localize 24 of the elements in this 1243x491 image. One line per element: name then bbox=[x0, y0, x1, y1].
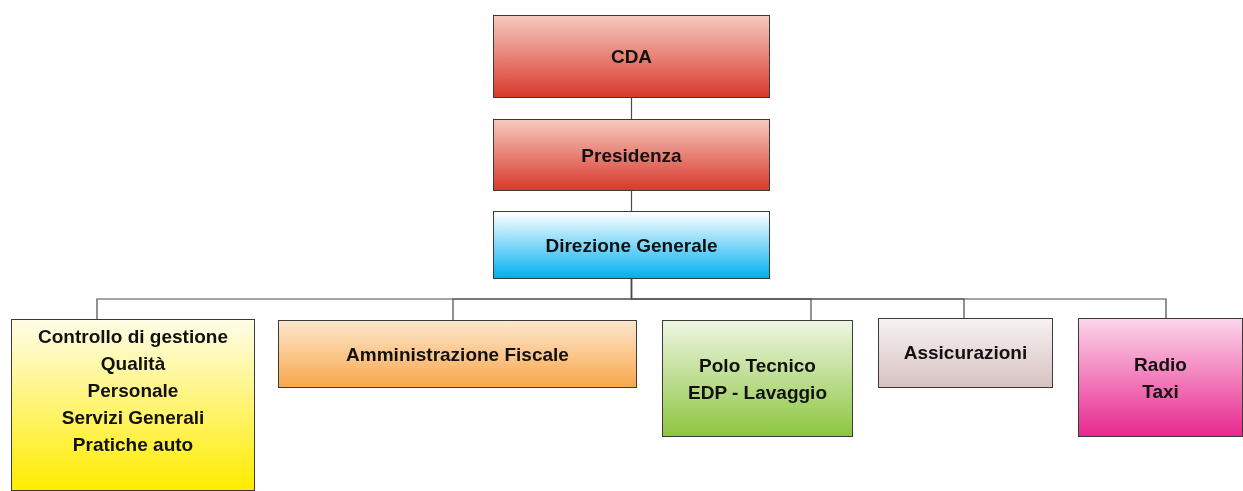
org-box bbox=[493, 211, 770, 279]
org-box bbox=[878, 318, 1053, 388]
box-label: Assicurazioni bbox=[903, 341, 1028, 365]
connector-line bbox=[630, 190, 633, 212]
org-box bbox=[11, 319, 255, 491]
box-label: Personale bbox=[87, 379, 179, 403]
org-box bbox=[493, 15, 770, 98]
connector-line bbox=[630, 97, 633, 120]
org-box bbox=[278, 320, 637, 388]
box-label: Servizi Generali bbox=[61, 406, 205, 430]
box-label: Amministrazione Fiscale bbox=[346, 342, 569, 367]
box-label: Pratiche auto bbox=[72, 433, 194, 457]
box-label: Direzione Generale bbox=[545, 233, 718, 258]
org-box bbox=[493, 119, 770, 191]
box-label: Radio Taxi bbox=[1134, 352, 1187, 404]
box-label: Polo Tecnico bbox=[699, 353, 816, 378]
org-box bbox=[1078, 318, 1243, 437]
box-label: Controllo di gestione bbox=[38, 325, 228, 349]
box-label: Presidenza bbox=[581, 143, 682, 168]
box-label: CDA bbox=[610, 45, 653, 69]
box-label: EDP - Lavaggio bbox=[688, 380, 827, 405]
org-box bbox=[662, 320, 853, 437]
connector-line bbox=[630, 278, 1167, 319]
box-label: Qualità bbox=[100, 352, 166, 376]
